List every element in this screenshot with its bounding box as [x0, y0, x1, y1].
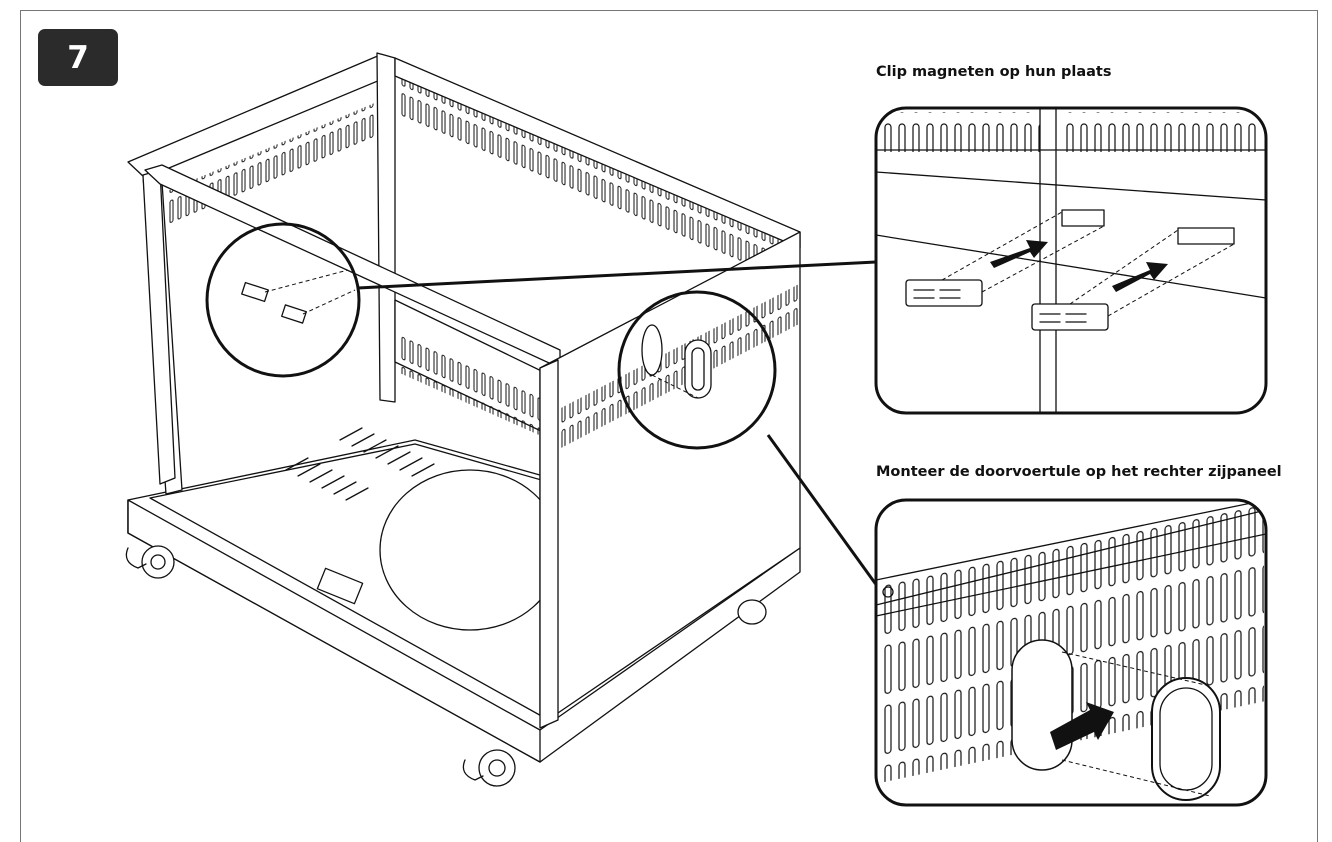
callout-circle-grommet: [617, 290, 777, 450]
detail-bottom-caption: Monteer de doorvoertule op het rechter z…: [876, 464, 1282, 480]
cart-frame-drawing: [125, 52, 882, 787]
step-number-badge: 7: [38, 29, 118, 86]
detail-panel-grommet: [874, 498, 1268, 807]
detail-top-caption: Clip magneten op hun plaats: [876, 64, 1112, 80]
page-frame: [20, 10, 1318, 842]
floor-vent-slots: [285, 427, 435, 501]
caster-wheels: [125, 545, 767, 787]
callout-circle-magnets: [205, 222, 361, 378]
detail-panel-magnets: [874, 106, 1268, 415]
step-number: 7: [67, 39, 89, 76]
